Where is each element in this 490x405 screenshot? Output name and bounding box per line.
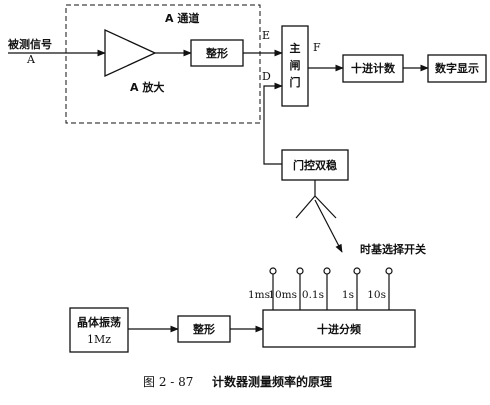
channel-a-boundary: [65, 4, 261, 124]
main-gate-block: [281, 25, 309, 107]
timebase-title: 时基选择开关: [360, 242, 426, 256]
shaper-top-label: 整形: [205, 46, 228, 60]
tap-terminal-5: [385, 267, 393, 275]
signal-d-label: D: [262, 70, 271, 83]
amplifier-label: A 放大: [130, 80, 164, 94]
crystal-frequency-label: 1Mz: [87, 333, 111, 346]
figure-caption: 计数器测量频率的原理: [212, 374, 332, 389]
digital-display-label: 数字显示: [435, 61, 479, 75]
main-gate-label-3: 门: [290, 75, 301, 89]
tap-label-4: 1s: [342, 289, 354, 301]
tap-label-2: 10ms: [268, 289, 297, 301]
tap-label-5: 10s: [367, 289, 386, 301]
tap-terminal-1: [269, 267, 277, 275]
tap-terminal-3: [323, 267, 331, 275]
figure-number: 图 2 - 87: [143, 375, 193, 389]
digital-display-block: [427, 54, 487, 83]
shaper-top-block: [190, 39, 244, 67]
switch-arm-left: [295, 195, 316, 219]
signal-f-label: F: [313, 41, 321, 54]
tap-terminal-2: [296, 267, 304, 275]
decimal-counter-label: 十进计数: [351, 61, 396, 75]
switch-pointer: [314, 199, 343, 253]
bistable-block: [281, 149, 349, 181]
input-label-a: A: [26, 53, 36, 66]
tap-label-3: 0.1s: [302, 289, 324, 301]
amplifier-triangle: [104, 28, 157, 78]
channel-a-title: A 通道: [165, 11, 199, 25]
crystal-oscillator-label: 晶体振荡: [77, 315, 121, 329]
divider-block: [262, 309, 416, 348]
signal-e-label: E: [262, 29, 270, 42]
shaper-bottom-label: 整形: [192, 322, 215, 336]
tap-terminal-4: [353, 267, 361, 275]
bistable-to-gate-wire: [263, 82, 283, 165]
divider-label: 十进分频: [317, 322, 361, 336]
input-label: 被测信号: [8, 37, 52, 51]
bistable-label: 门控双稳: [293, 158, 337, 172]
crystal-oscillator-block: [69, 307, 129, 353]
main-gate-label-2: 闸: [290, 58, 301, 72]
main-gate-label-1: 主: [290, 41, 301, 55]
switch-arm-right: [314, 195, 337, 219]
tap-label-1: 1ms: [248, 289, 270, 301]
